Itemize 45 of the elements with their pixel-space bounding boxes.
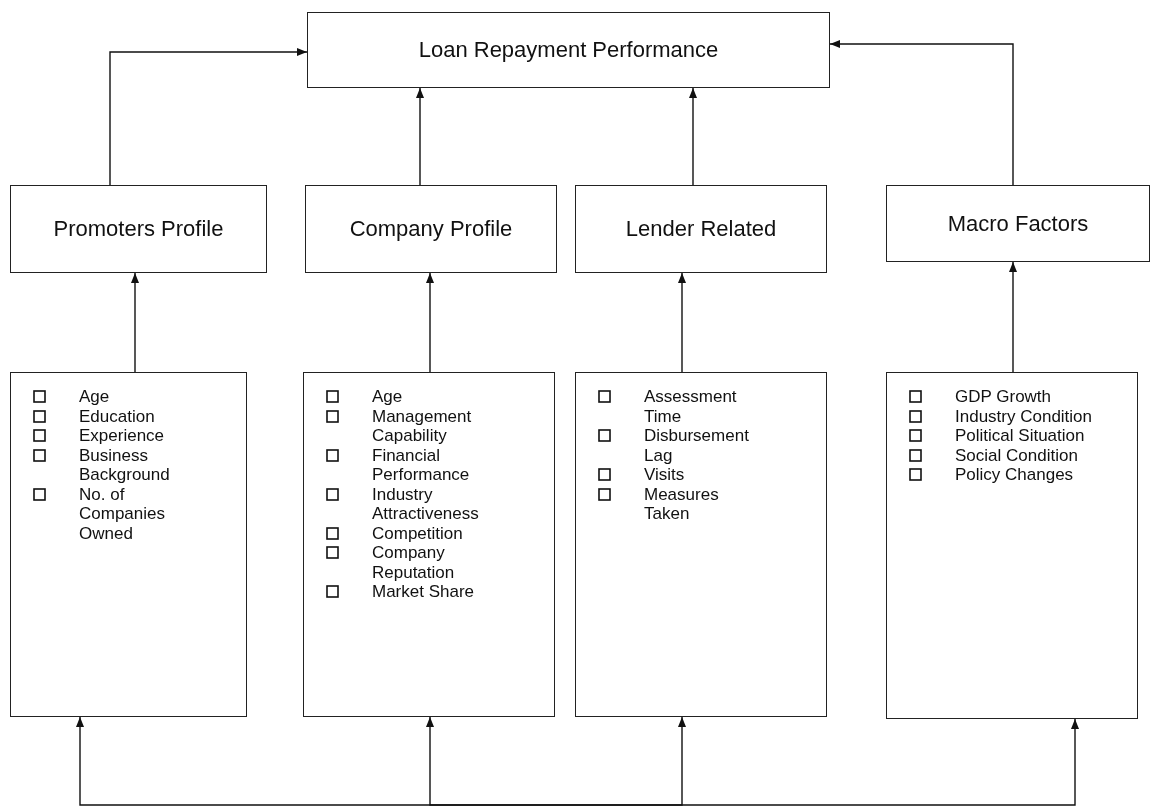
list-item-text: Business Background (79, 445, 171, 485)
list-item-text: Political Situation (955, 426, 1086, 446)
arrow (426, 272, 434, 373)
arrow (689, 87, 697, 186)
category-box (305, 185, 557, 273)
category-box (575, 185, 827, 273)
list-item-text: Age (79, 387, 111, 407)
list-item-text: GDP Growth (955, 387, 1053, 407)
arrow (426, 716, 579, 806)
arrow (577, 718, 1079, 806)
outcome-title: Loan Repayment Performance (417, 36, 720, 64)
list-item-text: No. of Companies Owned (79, 484, 166, 543)
arrow (678, 272, 686, 373)
list-item-text: Social Condition (955, 445, 1079, 465)
list-item-text: Industry Attractiveness (372, 484, 480, 524)
list-item-text: Assessment Time (644, 387, 738, 426)
category-title: Lender Related (624, 215, 778, 243)
arrow (829, 40, 1014, 186)
list-item-text: Market Share (372, 582, 476, 602)
factor-list-box (303, 372, 555, 717)
list-item-text: Policy Changes (955, 465, 1075, 485)
category-title: Macro Factors (946, 209, 1090, 238)
arrow (416, 87, 424, 186)
category-box (10, 185, 267, 273)
list-item-text: Measures Taken (644, 484, 720, 524)
arrow (109, 48, 308, 186)
arrow (131, 272, 139, 373)
factor-list-box (886, 372, 1138, 719)
category-box (886, 185, 1150, 262)
factor-list-box (575, 372, 827, 717)
list-item-text: Company Reputation (372, 543, 456, 582)
outcome-box (307, 12, 830, 88)
arrow (1009, 261, 1017, 373)
list-item-text: Age (372, 387, 404, 407)
list-item-text: Education (79, 406, 156, 426)
list-item-text: Experience (79, 426, 166, 446)
list-item-text: Financial Performance (372, 445, 471, 485)
list-item-text: Visits (644, 465, 686, 485)
list-item-text: Disbursement Lag (644, 426, 750, 465)
category-title: Promoters Profile (53, 215, 224, 243)
list-item-text: Industry Condition (955, 406, 1093, 426)
list-item-text: Competition (372, 523, 464, 543)
list-item-text: Management Capability (372, 406, 473, 446)
factor-list-box (10, 372, 247, 717)
category-title: Company Profile (348, 215, 514, 243)
